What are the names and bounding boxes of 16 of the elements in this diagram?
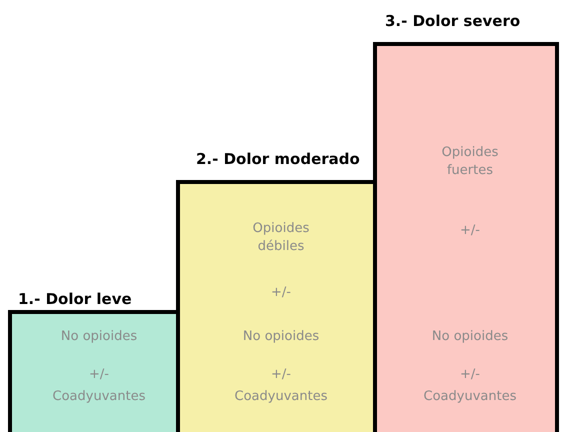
drug-text: +/- — [270, 284, 292, 302]
drug-text: +/- — [459, 366, 481, 384]
drug-text: +/- — [88, 366, 110, 384]
step-heading: 3.- Dolor severo — [385, 12, 520, 30]
drug-text: Opioides fuertes — [440, 144, 500, 180]
drug-text: +/- — [270, 366, 292, 384]
step-heading: 1.- Dolor leve — [18, 290, 132, 308]
step-heading: 2.- Dolor moderado — [196, 150, 360, 168]
drug-text: Coadyuvantes — [422, 388, 518, 406]
drug-text: No opioides — [60, 328, 138, 346]
drug-text: Coadyuvantes — [52, 388, 146, 406]
drug-text: No opioides — [242, 328, 320, 346]
drug-text: Coadyuvantes — [234, 388, 328, 406]
drug-text: No opioides — [430, 328, 510, 346]
drug-text: +/- — [459, 222, 481, 240]
drug-text: Opioides débiles — [252, 220, 310, 256]
